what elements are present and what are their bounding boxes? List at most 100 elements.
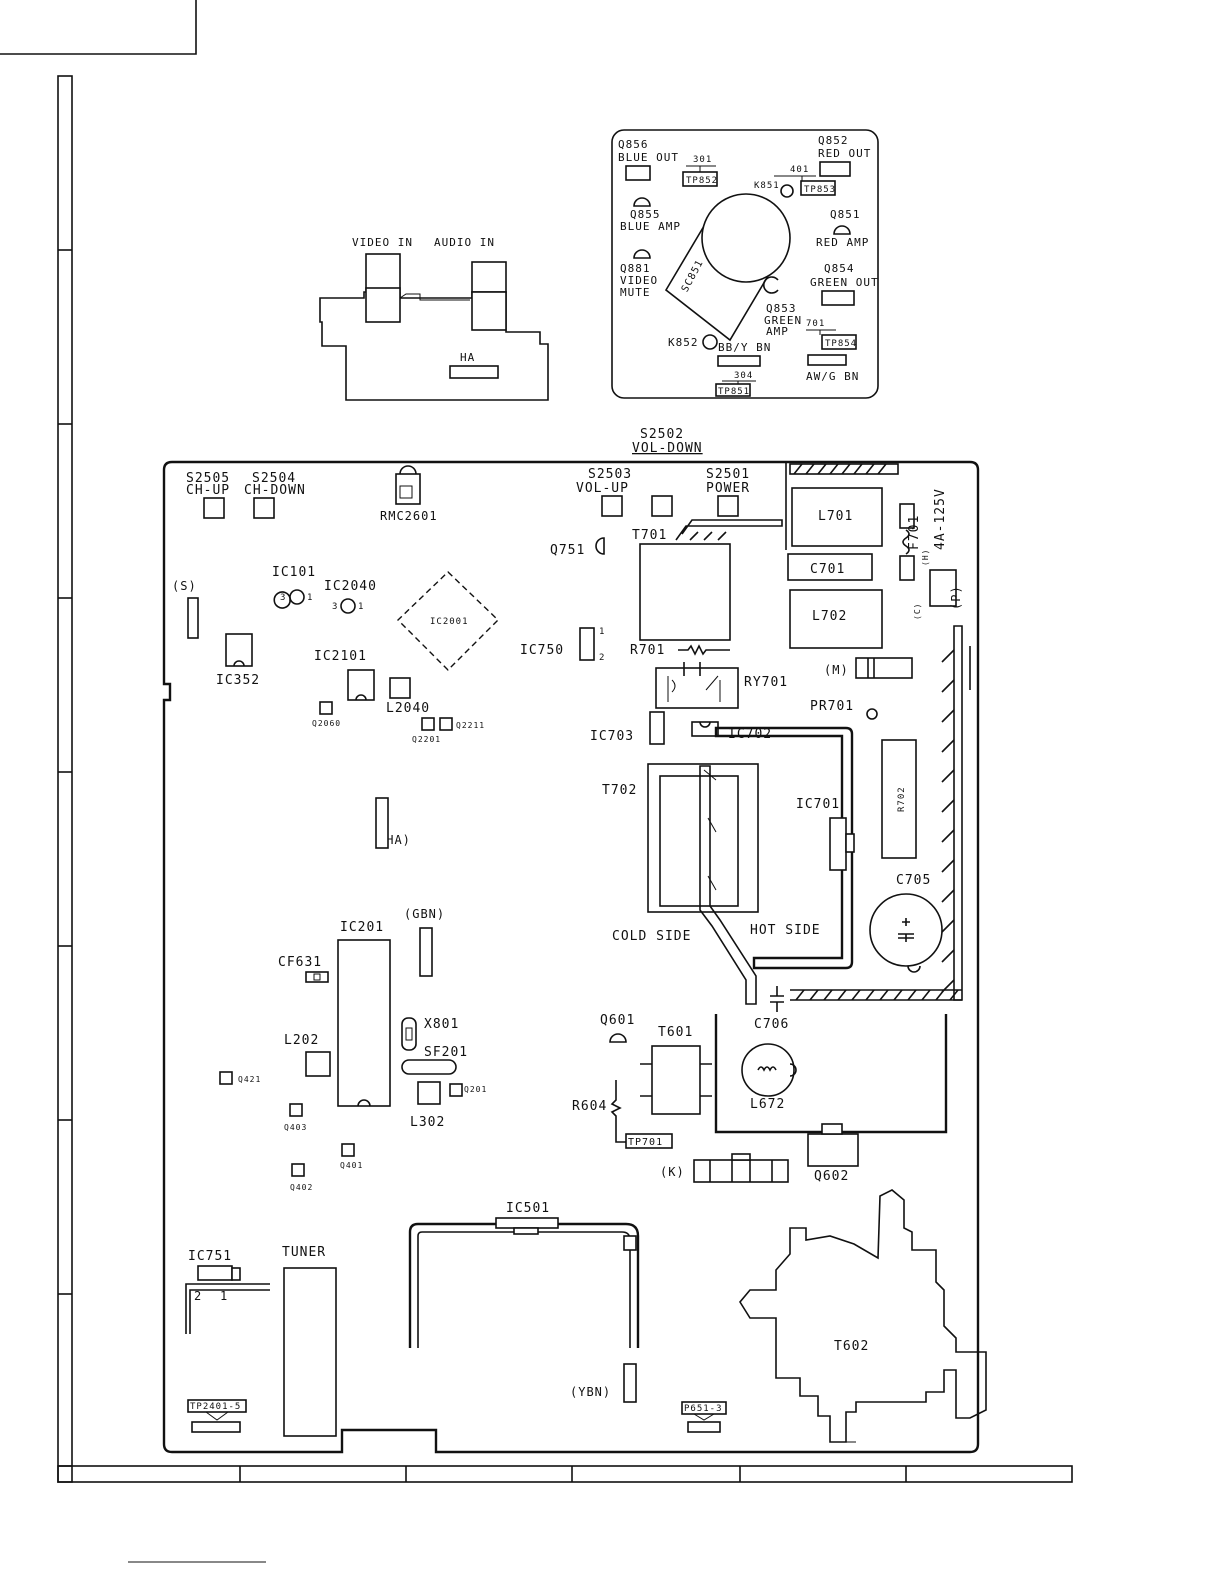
label-sf201: SF201 <box>424 1045 468 1060</box>
label-amp: AMP <box>766 325 789 338</box>
part-q602 <box>807 1133 859 1167</box>
switch-ch-down <box>253 497 275 519</box>
part-ry701 <box>655 667 739 709</box>
label-l2040: L2040 <box>386 701 430 716</box>
label-s2505: S2505 <box>186 471 230 486</box>
switch-power <box>717 495 739 517</box>
label-mute: MUTE <box>620 286 651 299</box>
label-q2201: Q2201 <box>412 735 441 744</box>
label-s2502: S2502 <box>640 427 684 442</box>
label-q856: Q856 <box>618 138 649 151</box>
label-ic2040: IC2040 <box>324 579 377 594</box>
part-c705 <box>869 893 943 967</box>
corner-frame <box>0 0 197 55</box>
label-ic2040-pin3: 3 <box>332 602 338 612</box>
label-q401: Q401 <box>340 1161 363 1170</box>
label-r702: R702 <box>897 786 907 812</box>
label-ic750: IC750 <box>520 643 564 658</box>
label-t602: T602 <box>834 1339 869 1354</box>
label-ic501: IC501 <box>506 1201 550 1216</box>
label-blue-out: BLUE OUT <box>618 151 679 164</box>
label-ic751: IC751 <box>188 1249 232 1264</box>
left-ruler <box>57 75 73 1483</box>
part-ic2001 <box>396 571 500 671</box>
switch-vol-down <box>651 495 673 517</box>
label-video: VIDEO <box>620 274 658 287</box>
label-ch-down: CH-DOWN <box>244 483 306 498</box>
label-tp851: TP851 <box>718 387 750 397</box>
label-vol-up: VOL-UP <box>576 481 629 496</box>
label-304: 304 <box>734 371 753 381</box>
label-c705: C705 <box>896 873 931 888</box>
label-ic751-pin2: 2 <box>194 1289 202 1303</box>
label-ic101-pin3: 3 <box>280 593 286 603</box>
label-k: (K) <box>660 1165 685 1179</box>
label-t702: T702 <box>602 783 637 798</box>
label-c: (C) <box>913 603 922 620</box>
label-tp853: TP853 <box>804 185 836 195</box>
label-tp2401: TP2401-5 <box>190 1402 241 1412</box>
label-q421: Q421 <box>238 1075 261 1084</box>
label-ha: HA <box>460 351 475 364</box>
part-c701 <box>787 553 873 581</box>
label-ic750-pin1: 1 <box>599 627 605 637</box>
part-l701 <box>791 487 883 547</box>
main-board: S2502 VOL-DOWN S2505 CH-UP S2504 CH-DOWN… <box>162 427 987 1454</box>
label-l672: L672 <box>750 1097 785 1112</box>
label-ch-up: CH-UP <box>186 483 230 498</box>
switch-ch-up <box>203 497 225 519</box>
label-vol-down: VOL-DOWN <box>632 441 703 456</box>
label-cold-side: COLD SIDE <box>612 929 691 944</box>
label-tp701: TP701 <box>628 1137 663 1148</box>
label-p: (P) <box>949 585 963 610</box>
part-t602 <box>739 1189 987 1443</box>
label-ic751-pin1: 1 <box>220 1289 228 1303</box>
label-q2060: Q2060 <box>312 719 341 728</box>
label-c701: C701 <box>810 562 845 577</box>
label-k852: K852 <box>668 336 699 349</box>
switch-vol-up <box>601 495 623 517</box>
part-l672 <box>741 1043 795 1097</box>
label-401: 401 <box>790 165 809 175</box>
part-l702 <box>789 589 883 649</box>
label-tp852: TP852 <box>686 176 718 186</box>
crt-board: Q856 BLUE OUT 301 TP852 Q852 RED OUT 401… <box>611 129 879 399</box>
part-t601 <box>651 1045 701 1115</box>
label-x801: X801 <box>424 1017 459 1032</box>
label-q201: Q201 <box>464 1085 487 1094</box>
label-m: (M) <box>824 663 849 677</box>
label-q855: Q855 <box>630 208 661 221</box>
label-gbn: (GBN) <box>404 907 445 921</box>
label-301: 301 <box>693 155 712 165</box>
label-s2503: S2503 <box>588 467 632 482</box>
label-l701: L701 <box>818 509 853 524</box>
label-video-in: VIDEO IN <box>352 236 413 249</box>
part-t702 <box>647 763 759 913</box>
part-tuner <box>283 1267 337 1437</box>
part-ic201 <box>337 939 391 1107</box>
part-t701 <box>639 543 731 641</box>
label-audio-in: AUDIO IN <box>434 236 495 249</box>
label-f701: F701 <box>907 515 922 550</box>
label-rmc2601: RMC2601 <box>380 509 438 523</box>
av-input-board: VIDEO IN AUDIO IN HA <box>319 236 549 401</box>
label-q601: Q601 <box>600 1013 635 1028</box>
label-tuner: TUNER <box>282 1245 326 1260</box>
label-q602: Q602 <box>814 1169 849 1184</box>
label-q402: Q402 <box>290 1183 313 1192</box>
label-ic352: IC352 <box>216 673 260 688</box>
crt-socket-circle <box>701 193 791 283</box>
label-ic750-pin2: 2 <box>599 653 605 663</box>
part-r702 <box>881 739 917 859</box>
label-ic2040-pin1: 1 <box>358 602 364 612</box>
label-ic2001: IC2001 <box>430 617 469 627</box>
label-ybn: (YBN) <box>570 1385 611 1399</box>
label-c706: C706 <box>754 1017 789 1032</box>
label-tp854: TP854 <box>825 339 857 349</box>
label-r604: R604 <box>572 1099 607 1114</box>
label-q853: Q853 <box>766 302 797 315</box>
label-h: (H) <box>921 549 930 566</box>
label-r701: R701 <box>630 643 665 658</box>
label-q854: Q854 <box>824 262 855 275</box>
label-q881: Q881 <box>620 262 651 275</box>
